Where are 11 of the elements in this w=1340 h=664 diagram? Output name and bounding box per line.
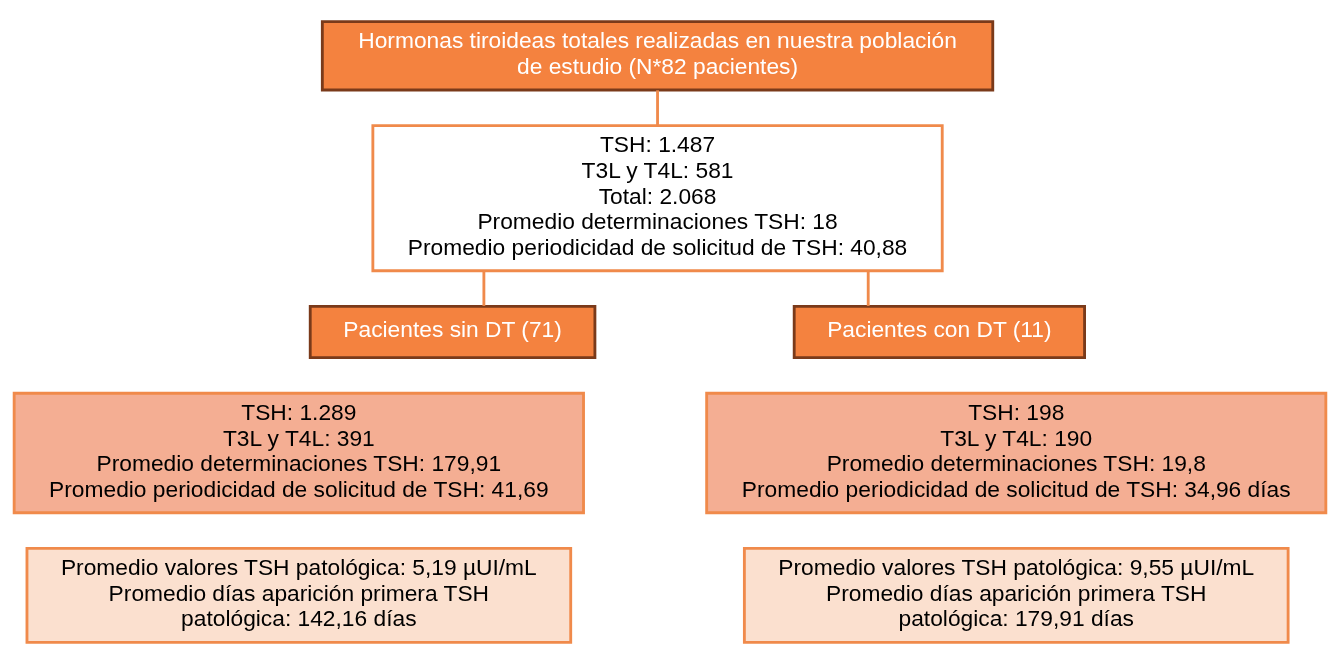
node-box: Pacientes sin DT (71)	[308, 304, 597, 360]
node-box: TSH: 1.289 T3L y T4L: 391 Promedio determinaciones TSH: 179,91 Promedio periodicidad de solicitud de TSH: 41,69	[12, 391, 585, 515]
connector	[656, 90, 659, 126]
node-box: Pacientes con DT (11)	[792, 304, 1086, 360]
node-box: Hormonas tiroideas totales realizadas en nuestra población de estudio (N*82 pacientes)	[320, 20, 995, 92]
connector	[866, 271, 870, 306]
node-box: TSH: 1.487 T3L y T4L: 581 Total: 2.068 Promedio determinaciones TSH: 18 Promedio periodicidad de solicitud de TSH: 40,88	[371, 124, 944, 273]
node-box: Promedio valores TSH patológica: 5,19 µUI/mL Promedio días aparición primera TSH patológica: 142,16 días	[25, 546, 573, 644]
connector	[482, 271, 486, 306]
node-box: Promedio valores TSH patológica: 9,55 µUI/mL Promedio días aparición primera TSH patológica: 179,91 días	[742, 546, 1290, 644]
node-box: TSH: 198 T3L y T4L: 190 Promedio determinaciones TSH: 19,8 Promedio periodicidad de solicitud de TSH: 34,96 días	[705, 391, 1328, 515]
